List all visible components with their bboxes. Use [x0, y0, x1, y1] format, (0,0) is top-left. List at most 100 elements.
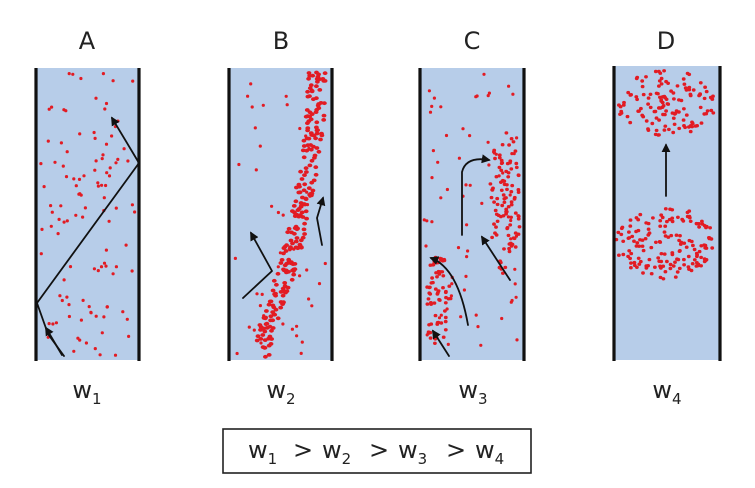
particle-cloud: [656, 256, 661, 260]
particle-cloud: [687, 267, 691, 271]
particle-cloud: [685, 210, 690, 215]
particle: [513, 282, 517, 286]
particle: [107, 219, 111, 223]
particle-cluster: [513, 149, 518, 153]
particle-cloud: [617, 253, 621, 257]
particle-cluster: [441, 286, 445, 290]
particle-band: [312, 153, 318, 158]
particle: [74, 213, 78, 217]
particle: [49, 204, 53, 208]
particle-band: [262, 345, 267, 350]
particle-band: [298, 169, 303, 174]
particle: [252, 328, 256, 332]
particle-band: [305, 89, 310, 94]
particle-cloud: [705, 109, 710, 113]
particle-cloud: [617, 103, 621, 107]
particle-cloud: [640, 238, 645, 242]
particle-cluster: [436, 290, 440, 295]
particle-cluster: [499, 168, 504, 172]
particle: [310, 304, 314, 308]
particle-band: [286, 269, 291, 274]
particle-cloud: [659, 82, 664, 86]
particle: [103, 107, 107, 111]
particle: [94, 96, 98, 100]
particle-band: [281, 246, 287, 251]
particle-cluster: [500, 143, 505, 147]
particle-band: [279, 258, 285, 262]
particle-band: [264, 309, 269, 313]
particle: [50, 105, 54, 109]
panel-c-label-sub: 3: [478, 390, 488, 408]
particle-cluster: [516, 214, 521, 218]
particle-cluster: [441, 274, 446, 278]
particle-cloud: [677, 126, 682, 131]
particle: [61, 164, 65, 168]
relation-term-3-sub: 3: [418, 450, 428, 468]
particle-cluster: [516, 217, 521, 221]
particle-cloud: [695, 261, 699, 265]
particle-cloud: [632, 263, 637, 268]
particle-cluster: [433, 287, 438, 291]
particle: [425, 219, 429, 223]
relation-box: [222, 428, 532, 474]
particle: [299, 351, 303, 355]
particle-cloud: [653, 132, 658, 137]
particle-band: [262, 329, 268, 334]
particle: [96, 184, 100, 188]
particle-band: [306, 136, 312, 141]
panel-d-label-sub: 4: [672, 390, 682, 408]
particle-cloud: [651, 216, 655, 220]
particle: [255, 292, 259, 296]
particle-cluster: [443, 309, 447, 313]
particle: [479, 343, 483, 347]
particle-band: [269, 328, 274, 333]
particle-band: [307, 163, 313, 168]
panel-a-letter: A: [79, 27, 96, 55]
particle-band: [306, 71, 312, 75]
particle-cloud: [708, 226, 712, 230]
particle: [459, 315, 463, 319]
particle: [461, 127, 465, 131]
particle-band: [322, 71, 328, 76]
particle-cloud: [627, 249, 632, 253]
particle: [131, 79, 135, 83]
panel-a-particles: [39, 72, 137, 357]
particle-cluster: [495, 196, 500, 201]
particle: [101, 72, 105, 76]
particle-cloud: [668, 207, 672, 211]
particle-cloud: [641, 115, 646, 119]
particle: [259, 341, 263, 345]
particle-cloud: [635, 75, 640, 80]
particle-cloud: [670, 111, 675, 115]
particle: [254, 168, 258, 172]
particle: [509, 218, 513, 223]
particle-cluster: [497, 156, 502, 160]
particle: [79, 318, 83, 322]
particle-cloud: [700, 222, 705, 226]
particle: [104, 183, 108, 188]
particle-band: [311, 144, 316, 149]
particle: [127, 334, 131, 338]
particle-cluster: [506, 205, 511, 209]
particle-cloud: [704, 246, 709, 250]
panel-c-upper-curve-arrow: [461, 154, 491, 236]
particle-band: [300, 235, 306, 240]
particle: [47, 322, 51, 326]
particle-cloud: [704, 89, 709, 94]
particle-cluster: [508, 223, 513, 227]
particle: [100, 157, 104, 161]
particle-band: [319, 133, 325, 138]
particle-cloud: [688, 124, 693, 128]
particle: [285, 103, 289, 107]
particle: [514, 295, 518, 299]
particle: [261, 103, 265, 107]
particle-cluster: [516, 190, 521, 194]
particle-band: [301, 202, 307, 206]
particle-cloud: [673, 260, 677, 264]
particle-band: [290, 209, 295, 214]
particle-cloud: [695, 222, 700, 226]
particle: [57, 217, 61, 221]
particle-band: [268, 318, 273, 323]
particle-cloud: [671, 130, 676, 135]
panel-d-particles: [614, 69, 716, 281]
